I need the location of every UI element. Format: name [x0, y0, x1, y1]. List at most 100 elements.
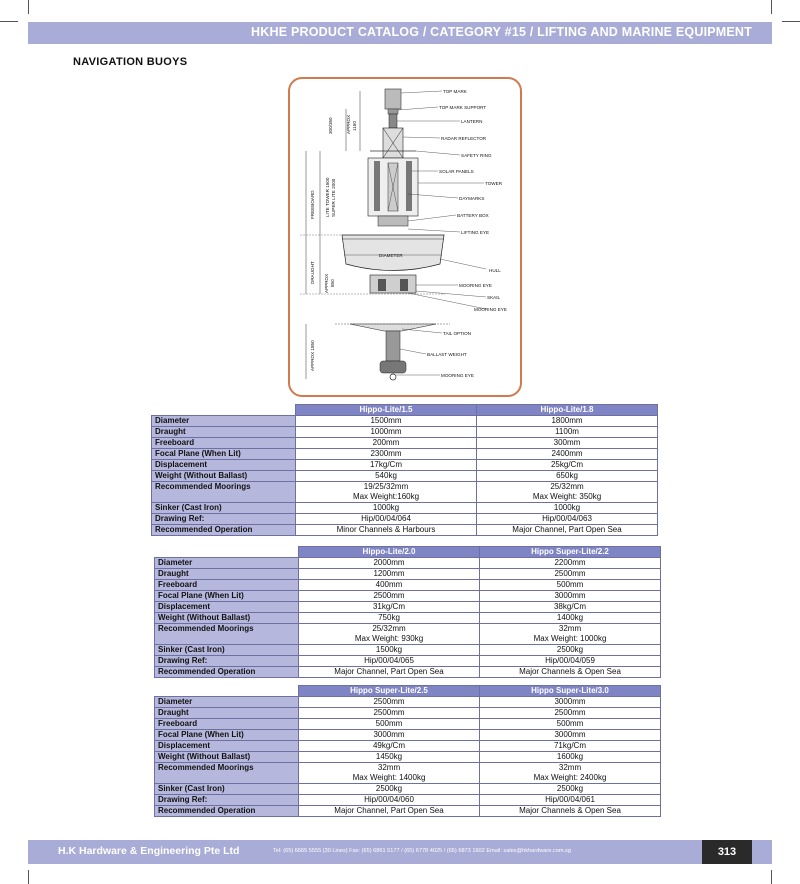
model-header: Hippo Super-Lite/2.5 [298, 685, 480, 697]
dim-label: APPROX 1850 [310, 340, 315, 371]
cell: 200mm [295, 437, 477, 449]
row-label: Focal Plane (When Lit) [154, 729, 299, 741]
row-label: Weight (Without Ballast) [151, 470, 296, 482]
cell: 2500mm [298, 707, 480, 719]
header-blank [151, 404, 296, 416]
hull-shape [341, 234, 445, 271]
label-tail-option: TAIL OPTION [443, 331, 471, 336]
crop-mark [771, 870, 772, 884]
label-mooring-eye: MOORING EYE [474, 307, 507, 312]
cell-line: Max Weight: 350kg [532, 491, 602, 501]
cell: Hip/00/04/059 [479, 655, 661, 667]
cell: 2500kg [298, 783, 480, 795]
dim-label: 1150 [352, 121, 357, 131]
cell: 750kg [298, 612, 480, 624]
row-label: Focal Plane (When Lit) [151, 448, 296, 460]
spec-table-2: Hippo-Lite/2.0 Hippo Super-Lite/2.2 Diam… [154, 546, 661, 678]
cell: 38kg/Cm [479, 601, 661, 613]
cell-line: Max Weight: 1000kg [533, 633, 607, 643]
row-label: Sinker (Cast Iron) [151, 502, 296, 514]
cell: Major Channels & Open Sea [479, 805, 661, 817]
ballast-shape [385, 330, 401, 362]
cell-line: Max Weight: 930kg [354, 633, 424, 643]
crop-mark [771, 0, 772, 14]
cell: 2500mm [479, 568, 661, 580]
table-header-row: Hippo-Lite/1.5 Hippo-Lite/1.8 [151, 404, 658, 416]
cell-line: 32mm [377, 763, 401, 773]
cell: Major Channel, Part Open Sea [298, 805, 480, 817]
cell: 2500kg [479, 783, 661, 795]
row-label: Freeboard [154, 579, 299, 591]
cell: 2500kg [479, 644, 661, 656]
cell: 500mm [479, 718, 661, 730]
label-diameter: DIAMETER [379, 253, 403, 258]
label-battery-box: BATTERY BOX [457, 213, 489, 218]
header-bar: HKHE PRODUCT CATALOG / CATEGORY #15 / LI… [28, 22, 772, 44]
cell: Major Channel, Part Open Sea [476, 524, 658, 536]
label-skail: SKAIL [487, 295, 500, 300]
cell-line: Max Weight: 2400kg [533, 772, 607, 782]
model-header: Hippo-Lite/1.8 [476, 404, 658, 416]
crop-mark [782, 21, 800, 22]
crop-mark [28, 0, 29, 14]
label-safety-ring: SAFETY RING [461, 153, 492, 158]
label-hull: HULL [489, 268, 501, 273]
spec-table-3: Hippo Super-Lite/2.5 Hippo Super-Lite/3.… [154, 685, 661, 817]
cell: 650kg [476, 470, 658, 482]
cell: 71kg/Cm [479, 740, 661, 752]
top-mark-shape [384, 88, 402, 110]
model-header: Hippo Super-Lite/2.2 [479, 546, 661, 558]
row-label: Recommended Moorings [154, 762, 299, 784]
row-label: Recommended Operation [154, 666, 299, 678]
crop-mark [28, 870, 29, 884]
dim-label: 300/350 [328, 117, 333, 134]
cell: 2200mm [479, 557, 661, 569]
row-label: Displacement [154, 601, 299, 613]
cell: 1500kg [298, 644, 480, 656]
cell: 2000mm [298, 557, 480, 569]
dim-label: 850 [330, 279, 335, 287]
row-label: Draught [154, 568, 299, 580]
row-label: Diameter [154, 557, 299, 569]
cell: Hip/00/04/064 [295, 513, 477, 525]
cell: 400mm [298, 579, 480, 591]
cell: Hip/00/04/061 [479, 794, 661, 806]
cell: 3000mm [479, 590, 661, 602]
cell: Hip/00/04/063 [476, 513, 658, 525]
cell: 500mm [479, 579, 661, 591]
cell-line: 32mm [558, 763, 582, 773]
catalog-title: HKHE PRODUCT CATALOG / CATEGORY #15 / LI… [251, 25, 752, 39]
dim-label: FREEBOARD [310, 190, 315, 219]
cell: 1400kg [479, 612, 661, 624]
row-label: Recommended Moorings [151, 481, 296, 503]
row-label: Weight (Without Ballast) [154, 612, 299, 624]
cell: Hip/00/04/060 [298, 794, 480, 806]
row-label: Displacement [151, 459, 296, 471]
cell: 3000mm [298, 729, 480, 741]
label-tower: TOWER [485, 181, 503, 186]
label-radar-reflector: RADAR REFLECTOR [441, 136, 487, 141]
cell-line: 19/25/32mm [363, 482, 409, 492]
cell: 540kg [295, 470, 477, 482]
cell: 3000mm [479, 729, 661, 741]
row-label: Recommended Moorings [154, 623, 299, 645]
label-top-mark: TOP MARK [443, 89, 468, 94]
model-header: Hippo-Lite/2.0 [298, 546, 480, 558]
cell: 2500mm [479, 707, 661, 719]
